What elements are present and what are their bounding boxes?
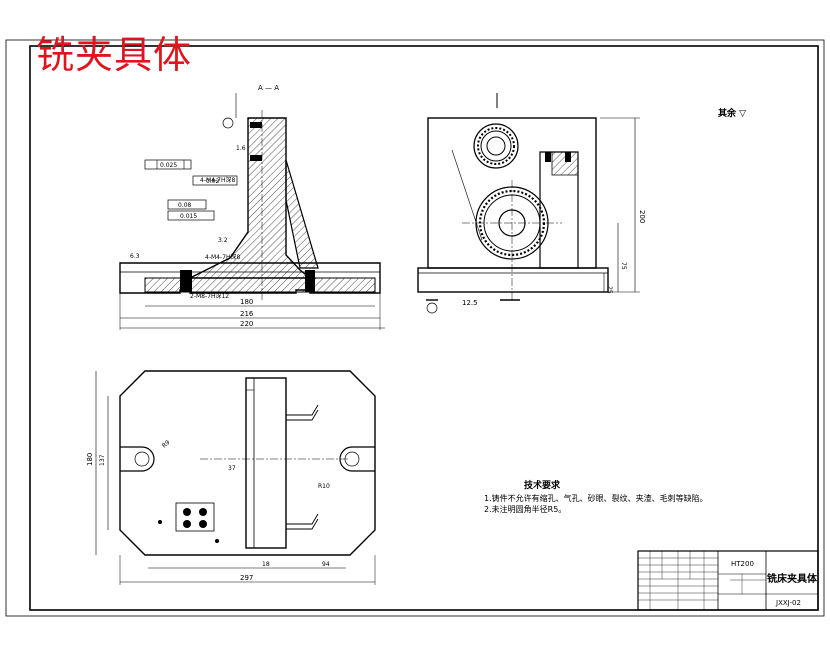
- dim-side-sub: 75: [620, 262, 627, 270]
- dim-side-height: 200: [638, 210, 646, 223]
- dim-side-small: 25: [606, 286, 613, 294]
- thread-callout-3: 2-M8-7H深12: [190, 292, 229, 300]
- dim-front-overall: 220: [240, 320, 253, 328]
- plan-view: 297 18 94 180 137 37 R9 R10: [86, 370, 376, 585]
- tolerance-frame-4: 0.015: [167, 210, 215, 221]
- roughness-3: 1.6: [236, 145, 246, 152]
- dim-plan-height2: 137: [99, 454, 106, 466]
- roughness-2: 3.2: [218, 237, 228, 244]
- svg-text:0.015: 0.015: [180, 213, 197, 220]
- tolerance-frame-1: 0.025: [144, 159, 192, 170]
- dim-side-bottom: 12.5: [462, 299, 478, 307]
- drawing-title: 铣夹具体: [36, 33, 193, 77]
- outer-border: [5, 39, 825, 617]
- section-label: A — A: [258, 84, 279, 92]
- dim-plan-height: 180: [86, 453, 94, 466]
- dim-plan-seg2: 94: [322, 561, 330, 568]
- tolerance-frame-3: 0.08: [167, 199, 207, 210]
- thread-callout-1: 4-M4-7H深8: [200, 176, 235, 184]
- dim-plan-r2: R10: [318, 483, 330, 490]
- dim-plan-r: R9: [161, 439, 172, 450]
- title-block: HT200 铣床夹具体 JXXJ-02: [637, 550, 819, 611]
- drawing-code: JXXJ-02: [775, 599, 801, 607]
- dim-front-inner: 180: [240, 298, 253, 306]
- tech-heading: 技术要求: [524, 481, 561, 491]
- part-name: 铣床夹具体: [767, 572, 818, 585]
- surface-finish-note: 其余 ▽: [718, 109, 747, 119]
- svg-text:0.08: 0.08: [178, 202, 192, 209]
- tolerance-frame-2: 0.02: [192, 175, 238, 186]
- material-label: HT200: [731, 560, 754, 568]
- side-view: 200 75 25 12.5: [417, 93, 646, 314]
- dim-front-mid: 216: [240, 310, 254, 318]
- svg-text:0.02: 0.02: [206, 178, 220, 185]
- dim-plan-seg1: 18: [262, 561, 270, 568]
- dim-plan-slot: 37: [228, 465, 236, 472]
- inner-border: [29, 45, 819, 611]
- tech-item-1: 1.铸件不允许有缩孔、气孔、砂眼、裂纹、夹渣、毛刺等缺陷。: [484, 494, 708, 503]
- tech-item-2: 2.未注明圆角半径R5。: [484, 505, 567, 514]
- svg-text:0.025: 0.025: [160, 162, 177, 169]
- dim-plan-width: 297: [240, 574, 253, 582]
- front-section-view: A — A 180 216 220 2-M8-7H深12 4-M4-7H深8 4…: [119, 84, 385, 330]
- thread-callout-2: 4-M4-7H深8: [205, 253, 240, 261]
- roughness-1: 6.3: [130, 253, 140, 260]
